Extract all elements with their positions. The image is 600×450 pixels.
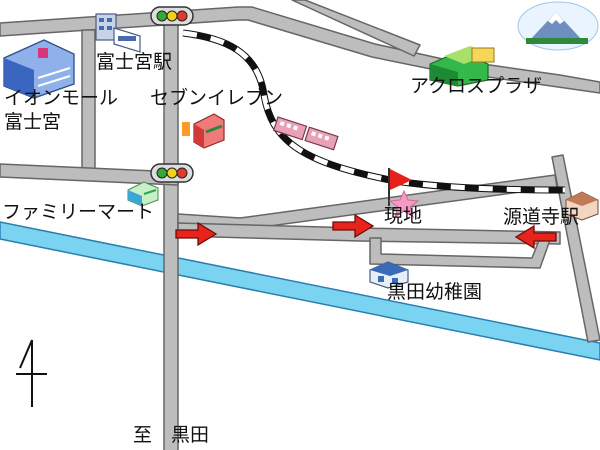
supermarket-icon bbox=[429, 46, 495, 87]
traffic-light-icon bbox=[150, 163, 194, 183]
label-across-plaza: アクロスプラザ bbox=[410, 75, 543, 97]
road-right-vertical bbox=[551, 154, 600, 343]
label-family-mart: ファミリーマート bbox=[2, 201, 155, 223]
label-aeon-mall-fujinomiya: 富士宮 bbox=[4, 111, 62, 133]
direction-arrow-icon bbox=[175, 221, 218, 247]
shopping-mall-icon bbox=[3, 39, 75, 99]
site-star-icon bbox=[388, 189, 420, 219]
north-arrow-icon bbox=[16, 339, 47, 407]
label-seven-eleven: セブンイレブン bbox=[150, 87, 284, 109]
direction-arrow-icon bbox=[514, 224, 557, 250]
river bbox=[0, 221, 600, 361]
convenience-store-icon bbox=[182, 113, 225, 149]
station-building-icon bbox=[95, 13, 141, 53]
railway bbox=[182, 29, 566, 194]
label-kuroda-kindergarten: 黒田幼稚園 bbox=[387, 281, 483, 303]
label-genduji-station: 源道寺駅 bbox=[503, 206, 580, 228]
kindergarten-icon bbox=[369, 261, 409, 289]
mount-fuji-icon bbox=[517, 1, 599, 51]
label-fujinomiya-station: 富士宮駅 bbox=[96, 51, 173, 73]
train-icon bbox=[272, 116, 339, 151]
traffic-light-icon bbox=[150, 6, 194, 26]
road-middle-horizontal bbox=[0, 163, 179, 186]
station-house-icon bbox=[565, 191, 599, 221]
site-flag-icon bbox=[388, 168, 412, 206]
label-site: 現地 bbox=[384, 205, 423, 227]
convenience-store-icon bbox=[127, 181, 159, 207]
label-to-kuroda: 至 黒田 bbox=[133, 424, 210, 446]
direction-arrow-icon bbox=[332, 213, 375, 239]
road-east bbox=[177, 174, 558, 231]
label-aeon-mall: イオンモール bbox=[4, 87, 119, 109]
road-top-right bbox=[291, 0, 421, 57]
